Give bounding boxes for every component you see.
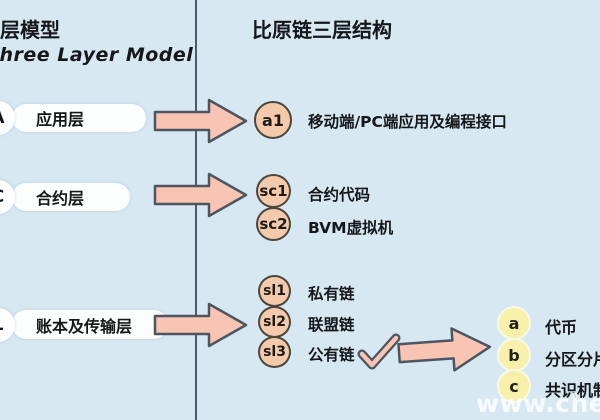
detail-letter: b [508, 345, 520, 365]
badge-sl3: sl3 [258, 336, 291, 368]
layer-label: 账本及传输层 [36, 316, 133, 336]
layer-letter-circle-l: L [0, 308, 15, 342]
watermark-text: www.cheu [476, 389, 600, 418]
layer-letter-circle-c: C [0, 180, 15, 214]
right-arrow-icon [397, 327, 492, 372]
layer-letter-circle-a: A [0, 101, 15, 135]
detail-circle-c: c [497, 369, 531, 403]
left-title-zh: 三层模型 [0, 18, 60, 42]
detail-letter: c [509, 376, 519, 396]
badge-label: sc1 [259, 182, 288, 200]
detail-letter: a [508, 313, 520, 333]
layer-label: 应用层 [36, 110, 85, 129]
layer-label: 合约层 [36, 189, 85, 208]
badge-label: sc2 [259, 215, 288, 233]
badge-label: sl3 [263, 344, 286, 360]
badge-a1: a1 [254, 101, 292, 139]
right-arrow-icon [153, 302, 248, 348]
left-title-en: Three Layer Model [0, 44, 194, 66]
layer-pill-ledger: 账本及传输层 [12, 310, 168, 339]
badge-sc1: sc1 [256, 174, 291, 208]
item-label: 联盟链 [308, 316, 355, 334]
badge-label: sl2 [263, 314, 286, 330]
detail-circle-a: a [497, 306, 531, 340]
detail-label: 代币 [545, 318, 578, 337]
right-arrow-icon [153, 172, 248, 218]
item-label: BVM虚拟机 [308, 219, 394, 237]
detail-label: 共识机制 [545, 381, 600, 400]
item-label: 公有链 [308, 346, 355, 364]
detail-circle-b: b [497, 338, 531, 372]
item-label: 合约代码 [308, 186, 371, 204]
badge-sl2: sl2 [258, 306, 291, 338]
layer-pill-contract: 合约层 [12, 183, 130, 211]
layer-letter: A [0, 108, 5, 128]
badge-sl1: sl1 [258, 275, 291, 307]
badge-label: sl1 [263, 283, 286, 299]
checkmark-icon [357, 333, 401, 370]
right-title: 比原链三层结构 [252, 18, 392, 42]
detail-label: 分区分片 [545, 350, 600, 369]
badge-label: a1 [262, 110, 284, 130]
item-label: 私有链 [308, 285, 355, 303]
badge-sc2: sc2 [256, 207, 291, 241]
layer-letter: C [0, 187, 4, 207]
item-label: 移动端/PC端应用及编程接口 [308, 113, 507, 131]
vertical-divider [195, 0, 197, 420]
layer-pill-application: 应用层 [12, 104, 146, 132]
right-arrow-icon [153, 98, 248, 144]
layer-letter: L [0, 315, 3, 335]
